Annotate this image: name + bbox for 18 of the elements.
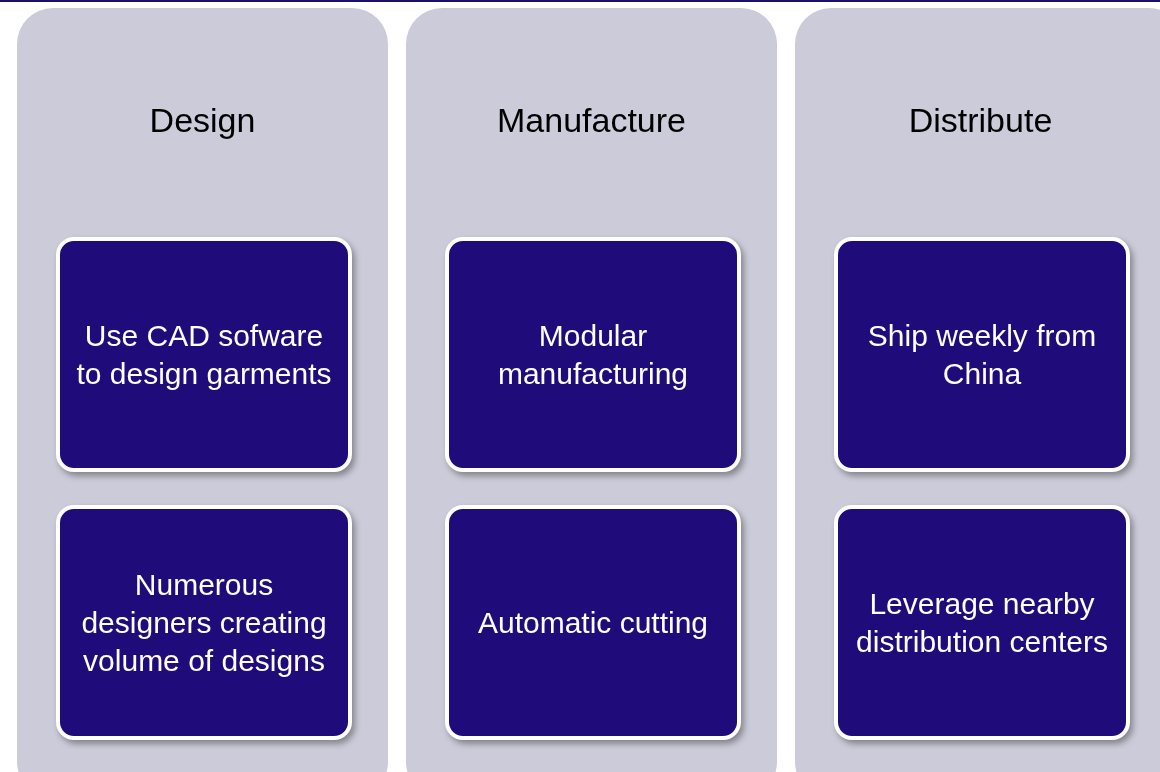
step-text: Ship weekly from China [866,317,1098,392]
step-box [445,237,741,472]
column-heading: Distribute [907,100,1054,140]
step-box [445,505,741,740]
column-panel [17,8,388,772]
step-text: Modular manufacturing [496,317,690,392]
step-box [56,505,352,740]
column-heading: Manufacture [496,100,687,140]
step-text: Leverage nearby distribution centers [855,585,1109,660]
step-box [834,505,1130,740]
column-panel [406,8,777,772]
step-text: Numerous designers creating volume of designs [80,566,328,679]
step-text: Use CAD sofware to design garments [75,317,333,392]
column-heading: Design [148,100,257,140]
column-panel [795,8,1160,772]
step-text: Automatic cutting [477,604,709,641]
step-box [56,237,352,472]
step-box [834,237,1130,472]
